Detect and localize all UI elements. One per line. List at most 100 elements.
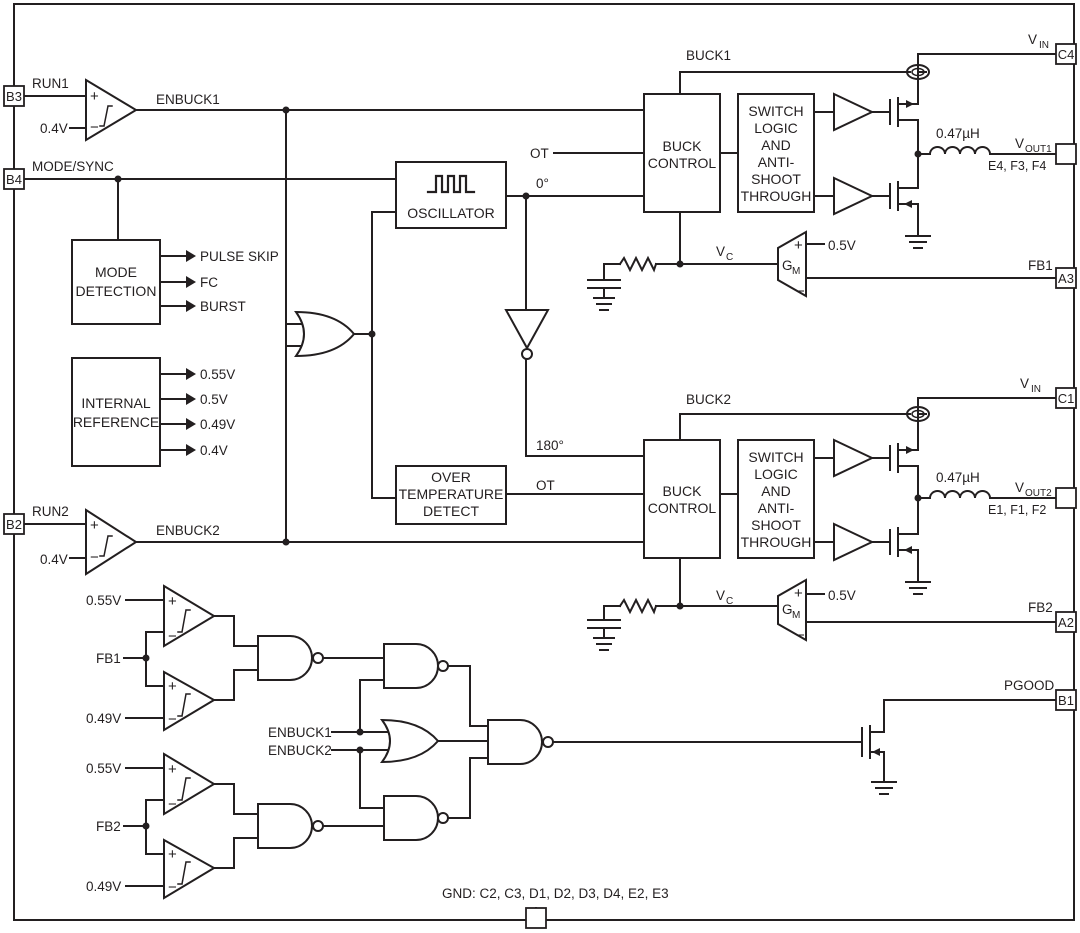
oscillator-block: OSCILLATOR — [395, 161, 507, 229]
svg-text:A3: A3 — [1058, 271, 1074, 286]
svg-text:M: M — [792, 266, 800, 277]
svg-text:INTERNAL: INTERNAL — [81, 395, 150, 411]
fb1-nand-gate — [257, 635, 324, 681]
svg-text:THROUGH: THROUGH — [741, 534, 812, 550]
svg-text:REFERENCE: REFERENCE — [73, 414, 159, 430]
svg-text:G: G — [782, 602, 793, 617]
low-side-fet-2 — [889, 527, 919, 557]
over-temperature-block: OVER TEMPERATURE DETECT — [395, 465, 507, 525]
junction-enbuck2 — [282, 538, 290, 546]
gm2-ref-label: 0.5V — [828, 588, 856, 603]
enbuck1-logic-label: ENBUCK1 — [268, 725, 332, 740]
svg-text:SHOOT: SHOOT — [751, 171, 801, 187]
driver-2-low — [833, 522, 875, 562]
svg-text:−: − — [168, 879, 177, 896]
svg-text:OUT2: OUT2 — [1025, 488, 1052, 499]
svg-text:OSCILLATOR: OSCILLATOR — [407, 205, 494, 221]
run2-ref-label: 0.4V — [40, 552, 68, 567]
buck-control-1-block: BUCK CONTROL — [643, 93, 721, 213]
svg-text:AND: AND — [761, 483, 791, 499]
svg-text:−: − — [168, 711, 177, 728]
svg-text:BUCK: BUCK — [663, 483, 703, 499]
fb1-window-comparators: + − + − — [163, 584, 216, 732]
svg-text:SWITCH: SWITCH — [748, 449, 803, 465]
driver-1-high — [833, 92, 875, 132]
inductor-2 — [928, 490, 992, 500]
svg-text:ANTI-: ANTI- — [758, 154, 795, 170]
svg-text:V: V — [1020, 376, 1029, 391]
fb1-high-threshold: 0.55V — [86, 593, 121, 608]
svg-text:SWITCH: SWITCH — [748, 103, 803, 119]
svg-text:0.5V: 0.5V — [200, 392, 228, 407]
phase-180-label: 180° — [536, 438, 564, 453]
pin-c1: C1 — [1055, 387, 1077, 409]
svg-text:−: − — [90, 119, 99, 136]
svg-text:0.55V: 0.55V — [200, 367, 235, 382]
run2-label: RUN2 — [32, 504, 69, 519]
run2-comparator: + − — [85, 508, 138, 576]
pgood-nand-gate — [487, 719, 554, 765]
enbuck1-label: ENBUCK1 — [156, 92, 220, 107]
fb2-low-threshold: 0.49V — [86, 879, 121, 894]
svg-text:−: − — [796, 627, 805, 644]
junction-osc — [522, 192, 530, 200]
gm-amplifier-1: + − G M — [777, 230, 807, 300]
switch-logic-2-block: SWITCH LOGIC AND ANTI- SHOOT THROUGH — [737, 439, 815, 559]
svg-text:THROUGH: THROUGH — [741, 188, 812, 204]
pin-a2: A2 — [1055, 611, 1077, 633]
svg-text:LOGIC: LOGIC — [754, 466, 798, 482]
fb1-pin-label: FB1 — [1028, 258, 1053, 273]
svg-text:−: − — [90, 549, 99, 566]
pin-b1: B1 — [1055, 689, 1077, 711]
phase-inverter — [504, 309, 550, 360]
svg-text:V: V — [1015, 136, 1024, 151]
gm1-ref-label: 0.5V — [828, 238, 856, 253]
vc1-label: V C — [716, 244, 733, 263]
svg-text:B1: B1 — [1058, 693, 1074, 708]
enbuck2-label: ENBUCK2 — [156, 523, 220, 538]
run1-comparator: + − — [85, 78, 138, 142]
svg-text:DETECT: DETECT — [423, 503, 479, 519]
vout2-label: V OUT2 E1, F1, F2 — [988, 480, 1052, 517]
svg-text:V: V — [1028, 32, 1037, 47]
junction-enbuck1 — [282, 106, 290, 114]
svg-text:B3: B3 — [6, 89, 22, 104]
ot-label-bottom: OT — [536, 478, 555, 493]
fb2-logic-label: FB2 — [96, 819, 121, 834]
wires — [21, 53, 1059, 921]
internal-reference-block: INTERNAL REFERENCE — [71, 357, 161, 467]
vin1-label: V IN — [1028, 32, 1049, 51]
pgood-fet — [861, 725, 885, 759]
svg-text:OUT1: OUT1 — [1025, 144, 1052, 155]
phase-0-label: 0° — [536, 176, 549, 191]
svg-text:E4, F3, F4: E4, F3, F4 — [988, 159, 1046, 173]
svg-text:A2: A2 — [1058, 615, 1074, 630]
svg-text:0.49V: 0.49V — [200, 417, 235, 432]
run1-ref-label: 0.4V — [40, 121, 68, 136]
mode-outputs: PULSE SKIP FC BURST — [159, 249, 279, 314]
svg-text:CONTROL: CONTROL — [648, 155, 717, 171]
fb1-logic-label: FB1 — [96, 651, 121, 666]
svg-text:MODE: MODE — [95, 264, 137, 280]
ot-label-top: OT — [530, 146, 549, 161]
compensation-capacitor-2 — [587, 619, 621, 651]
svg-text:AND: AND — [761, 137, 791, 153]
svg-text:−: − — [796, 283, 805, 300]
vin2-label: V IN — [1020, 376, 1041, 395]
compensation-capacitor-1 — [587, 279, 621, 311]
mode-output-burst: BURST — [200, 299, 246, 314]
ch2-nand-gate — [383, 795, 449, 841]
buck1-label: BUCK1 — [686, 48, 731, 63]
ground-1-symbol — [905, 235, 931, 249]
svg-text:IN: IN — [1039, 40, 1049, 51]
svg-text:V: V — [716, 244, 725, 259]
pin-c4: C4 — [1055, 43, 1077, 65]
svg-text:+: + — [794, 237, 803, 254]
enbuck2-logic-label: ENBUCK2 — [268, 743, 332, 758]
current-sense-2 — [906, 406, 930, 422]
ch1-nand-gate — [383, 643, 449, 689]
buck-control-2-block: BUCK CONTROL — [643, 439, 721, 559]
mode-detection-block: MODE DETECTION — [71, 239, 161, 325]
high-side-fet-2 — [889, 439, 919, 473]
